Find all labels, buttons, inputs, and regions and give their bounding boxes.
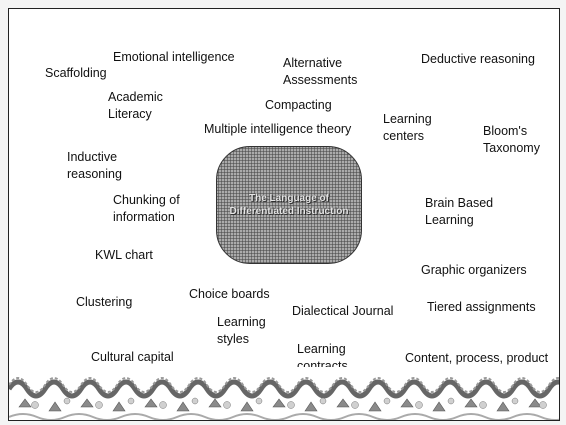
term-deductive-reasoning: Deductive reasoning (421, 52, 535, 66)
term-cultural-capital: Cultural capital (91, 350, 174, 364)
term-content-process-product: Content, process, product (405, 351, 549, 365)
center-title-box: The Language of Differentiated Instructi… (216, 146, 362, 264)
term-tiered-assignments: Tiered assignments (427, 300, 536, 314)
term-dialectical-journal: Dialectical Journal (292, 304, 394, 318)
term-multiple-intelligence-theory: Multiple intelligence theory (204, 122, 352, 136)
center-title: The Language of Differentiated Instructi… (229, 193, 349, 217)
term-compacting: Compacting (265, 98, 332, 112)
slide: Scaffolding Emotional intelligence Alter… (8, 8, 560, 421)
term-graphic-organizers: Graphic organizers (421, 263, 527, 277)
border-wave (9, 379, 559, 399)
term-choice-boards: Choice boards (189, 287, 270, 301)
term-kwl-chart: KWL chart (95, 248, 153, 262)
term-emotional-intelligence: Emotional intelligence (113, 50, 235, 64)
term-clustering: Clustering (76, 295, 133, 309)
term-scaffolding: Scaffolding (45, 66, 107, 80)
decorative-floral-border (9, 367, 559, 420)
